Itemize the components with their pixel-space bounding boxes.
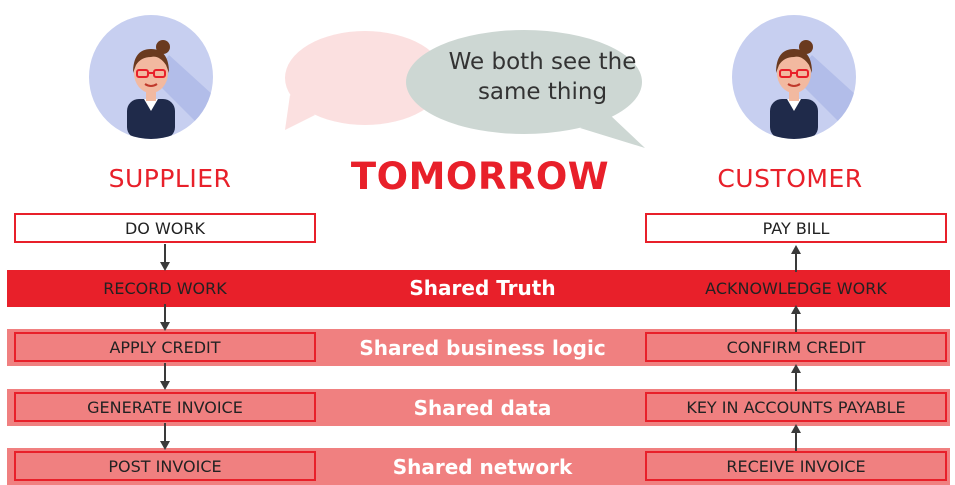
shared-layer-label: Shared Truth [409, 276, 556, 300]
supplier-step-box: DO WORK [14, 213, 316, 243]
customer-label: CUSTOMER [717, 164, 863, 193]
supplier-avatar-icon [89, 15, 213, 139]
customer-step-box: KEY IN ACCOUNTS PAYABLE [645, 392, 947, 422]
shared-layer-label: Shared network [392, 455, 573, 479]
supplier-label: SUPPLIER [108, 164, 232, 193]
customer-step-box: ACKNOWLEDGE WORK [645, 273, 947, 303]
customer-step-box: CONFIRM CREDIT [645, 332, 947, 362]
speech-bubble-text: We both see the same thing [420, 47, 665, 107]
speech-bubble-icon [285, 30, 645, 148]
arrow-up-icon [791, 245, 801, 272]
shared-layer-label: Shared data [413, 396, 552, 420]
arrow-down-icon [160, 363, 170, 390]
supplier-step-box: APPLY CREDIT [14, 332, 316, 362]
speech-bubble-line-2: same thing [477, 79, 608, 105]
supplier-step-box: RECORD WORK [14, 273, 316, 303]
customer-step-box: RECEIVE INVOICE [645, 451, 947, 481]
customer-step-box: PAY BILL [645, 213, 947, 243]
shared-layer-label: Shared business logic [359, 336, 606, 360]
arrow-down-icon [160, 423, 170, 450]
center-title: TOMORROW [350, 155, 610, 198]
arrow-down-icon [160, 244, 170, 271]
supplier-step-box: GENERATE INVOICE [14, 392, 316, 422]
speech-bubble-line-1: We both see the [448, 49, 637, 75]
arrow-up-icon [791, 424, 801, 451]
arrow-up-icon [791, 305, 801, 332]
arrow-up-icon [791, 364, 801, 391]
customer-avatar-icon [732, 15, 856, 139]
arrow-down-icon [160, 304, 170, 331]
supplier-step-box: POST INVOICE [14, 451, 316, 481]
